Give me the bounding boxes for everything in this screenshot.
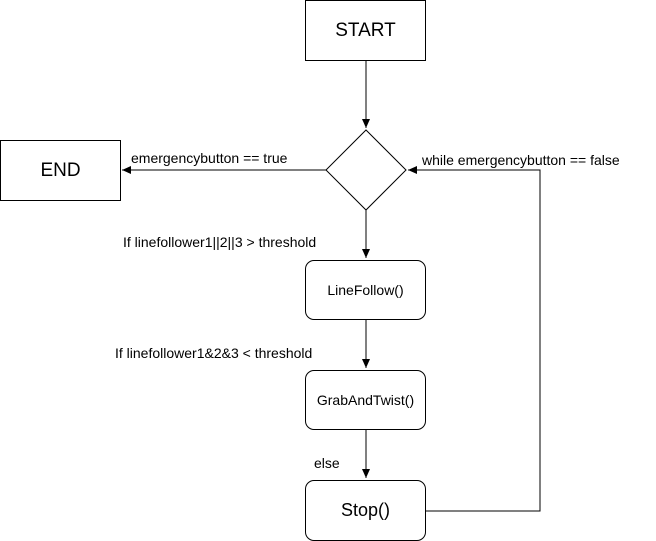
edge-label-emergency-false-loop: while emergencybutton == false [422, 152, 620, 168]
grabandtwist-node: GrabAndTwist() [305, 370, 426, 430]
edge-label-linefollower-any: If linefollower1||2||3 > threshold [123, 234, 317, 250]
edge-label-else: else [314, 455, 340, 471]
edge-label-emergency-true: emergencybutton == true [131, 150, 288, 166]
edge-stop-loop-to-decision [408, 166, 541, 512]
stop-node: Stop() [305, 480, 426, 541]
decision-diamond [325, 129, 407, 211]
end-node: END [0, 140, 121, 201]
start-node: START [305, 0, 426, 61]
edge-label-linefollower-all: If linefollower1&2&3 < threshold [115, 345, 313, 361]
linefollow-node: LineFollow() [305, 260, 426, 320]
